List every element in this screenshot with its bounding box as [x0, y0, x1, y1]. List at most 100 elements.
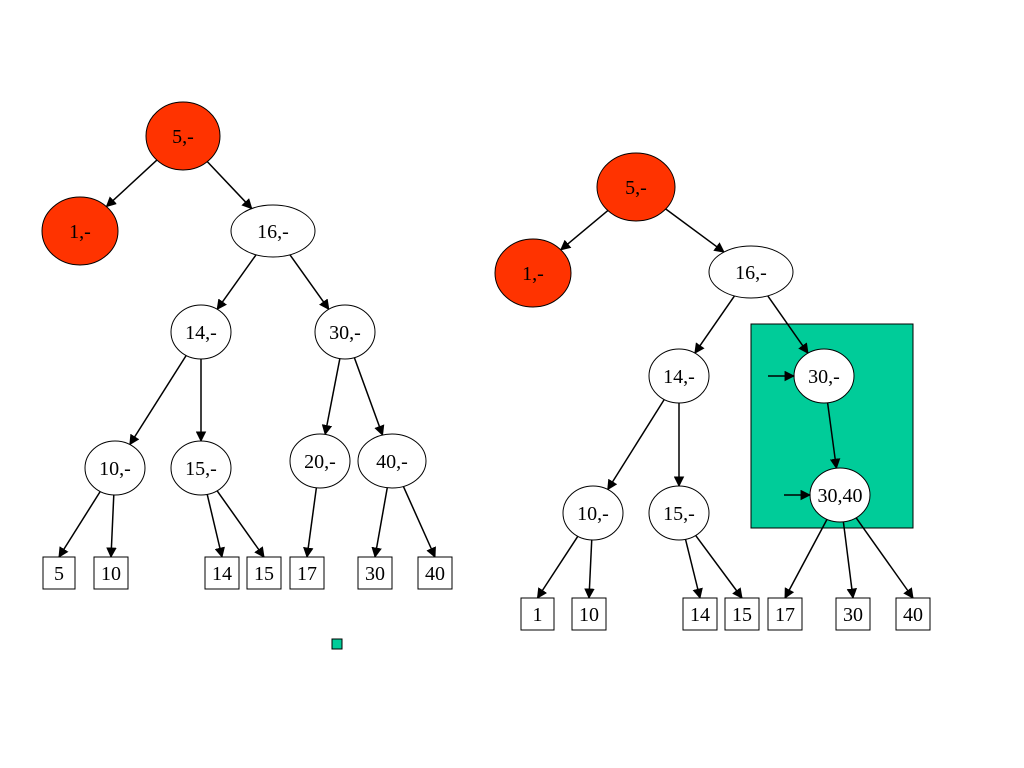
leaf-box: [682, 597, 718, 631]
leaf-rl4: 15: [724, 597, 760, 631]
tree-node-l2: 1,-: [41, 196, 119, 266]
tree-node-l4: 14,-: [170, 304, 232, 360]
leaf-box: [246, 556, 282, 590]
leaf-ll2: 10: [93, 556, 129, 590]
edge-R5-R8: [826, 402, 841, 470]
edges-layer: [58, 159, 914, 600]
edge-L9-LL7: [402, 486, 436, 558]
leaf-box: [289, 556, 325, 590]
tree-node-r8: 30,40: [809, 467, 871, 523]
node-label: 14,-: [663, 366, 695, 388]
node-label: 10,-: [577, 503, 609, 525]
edge-L5-L9: [353, 357, 385, 437]
leaf-label: 1: [533, 604, 543, 626]
leaf-ll7: 40: [417, 556, 453, 590]
node-label: 16,-: [257, 221, 289, 243]
edge-L7-LL3: [206, 494, 225, 559]
edge-R3-R4: [694, 295, 736, 354]
edge-L1-L2: [105, 159, 158, 208]
node-shape: [41, 196, 119, 266]
node-shape: [357, 433, 427, 489]
leaf-label: 40: [903, 604, 923, 626]
edge-R8-RL7: [855, 517, 914, 599]
node-shape: [230, 204, 316, 258]
leaf-label: 5: [54, 563, 64, 585]
node-label: 5,-: [172, 126, 194, 148]
leaf-box: [895, 597, 931, 631]
leaf-label: 30: [365, 563, 385, 585]
leaf-rl3: 14: [682, 597, 718, 631]
leaf-ll4: 15: [246, 556, 282, 590]
tree-node-l6: 10,-: [84, 440, 146, 496]
node-shape: [648, 485, 710, 541]
node-label: 40,-: [376, 451, 408, 473]
edge-L6-LL1: [58, 491, 101, 558]
leaf-label: 17: [297, 563, 317, 585]
leaf-box: [357, 556, 393, 590]
leaf-box: [724, 597, 760, 631]
node-shape: [708, 245, 794, 299]
pointers-layer: [768, 370, 812, 501]
leaf-box: [42, 556, 76, 590]
edge-L3-L5: [289, 254, 330, 311]
edge-L6-LL2: [106, 494, 117, 559]
small-marker-square: [331, 638, 343, 650]
node-shape: [494, 238, 572, 308]
tree-node-r6: 10,-: [562, 485, 624, 541]
node-shape: [84, 440, 146, 496]
node-shape: [170, 304, 232, 360]
edge-R6-RL1: [536, 535, 579, 599]
leaf-ll5: 17: [289, 556, 325, 590]
node-label: 1,-: [522, 263, 544, 285]
node-label: 30,40: [818, 485, 863, 507]
edge-R4-R6: [607, 399, 665, 491]
node-label: 14,-: [185, 322, 217, 344]
edge-R1-R2: [559, 209, 609, 251]
tree-node-l1: 5,-: [145, 101, 221, 171]
edge-R7-RL3: [684, 539, 703, 600]
leaf-label: 14: [690, 604, 710, 626]
node-shape: [145, 101, 221, 171]
leaf-ll1: 5: [42, 556, 76, 590]
tree-node-r4: 14,-: [648, 348, 710, 404]
node-shape: [562, 485, 624, 541]
tree-node-l8: 20,-: [289, 433, 351, 489]
node-shape: [170, 440, 232, 496]
node-label: 15,-: [663, 503, 695, 525]
edge-L7-LL4: [216, 490, 265, 558]
leaf-ll3: 14: [204, 556, 240, 590]
leaf-rl2: 10: [571, 597, 607, 631]
node-shape: [289, 433, 351, 489]
tree-node-r7: 15,-: [648, 485, 710, 541]
edge-R6-RL2: [584, 539, 595, 600]
leaf-label: 40: [425, 563, 445, 585]
tree-node-l3: 16,-: [230, 204, 316, 258]
tree-node-l7: 15,-: [170, 440, 232, 496]
leaf-rl1: 1: [520, 597, 555, 631]
tree-node-r2: 1,-: [494, 238, 572, 308]
leaf-ll6: 30: [357, 556, 393, 590]
tree-node-l5: 30,-: [314, 304, 376, 360]
leaf-rl5: 17: [767, 597, 803, 631]
node-label: 15,-: [185, 458, 217, 480]
edge-R7-RL4: [695, 535, 743, 599]
leaf-box: [93, 556, 129, 590]
leaf-rl6: 30: [835, 597, 871, 631]
node-label: 20,-: [304, 451, 336, 473]
node-shape: [314, 304, 376, 360]
leaf-label: 14: [212, 563, 232, 585]
leaf-box: [571, 597, 607, 631]
node-label: 16,-: [735, 262, 767, 284]
leaf-rl7: 40: [895, 597, 931, 631]
edge-R3-R5: [767, 295, 809, 355]
leaf-box: [767, 597, 803, 631]
node-label: 30,-: [329, 322, 361, 344]
node-label: 30,-: [808, 366, 840, 388]
leaf-label: 10: [101, 563, 121, 585]
tree-node-r3: 16,-: [708, 245, 794, 299]
edge-L8-LL5: [303, 487, 318, 559]
tree-node-r1: 5,-: [596, 152, 676, 222]
edge-L9-LL6: [371, 487, 389, 559]
edge-R1-R3: [665, 208, 725, 253]
